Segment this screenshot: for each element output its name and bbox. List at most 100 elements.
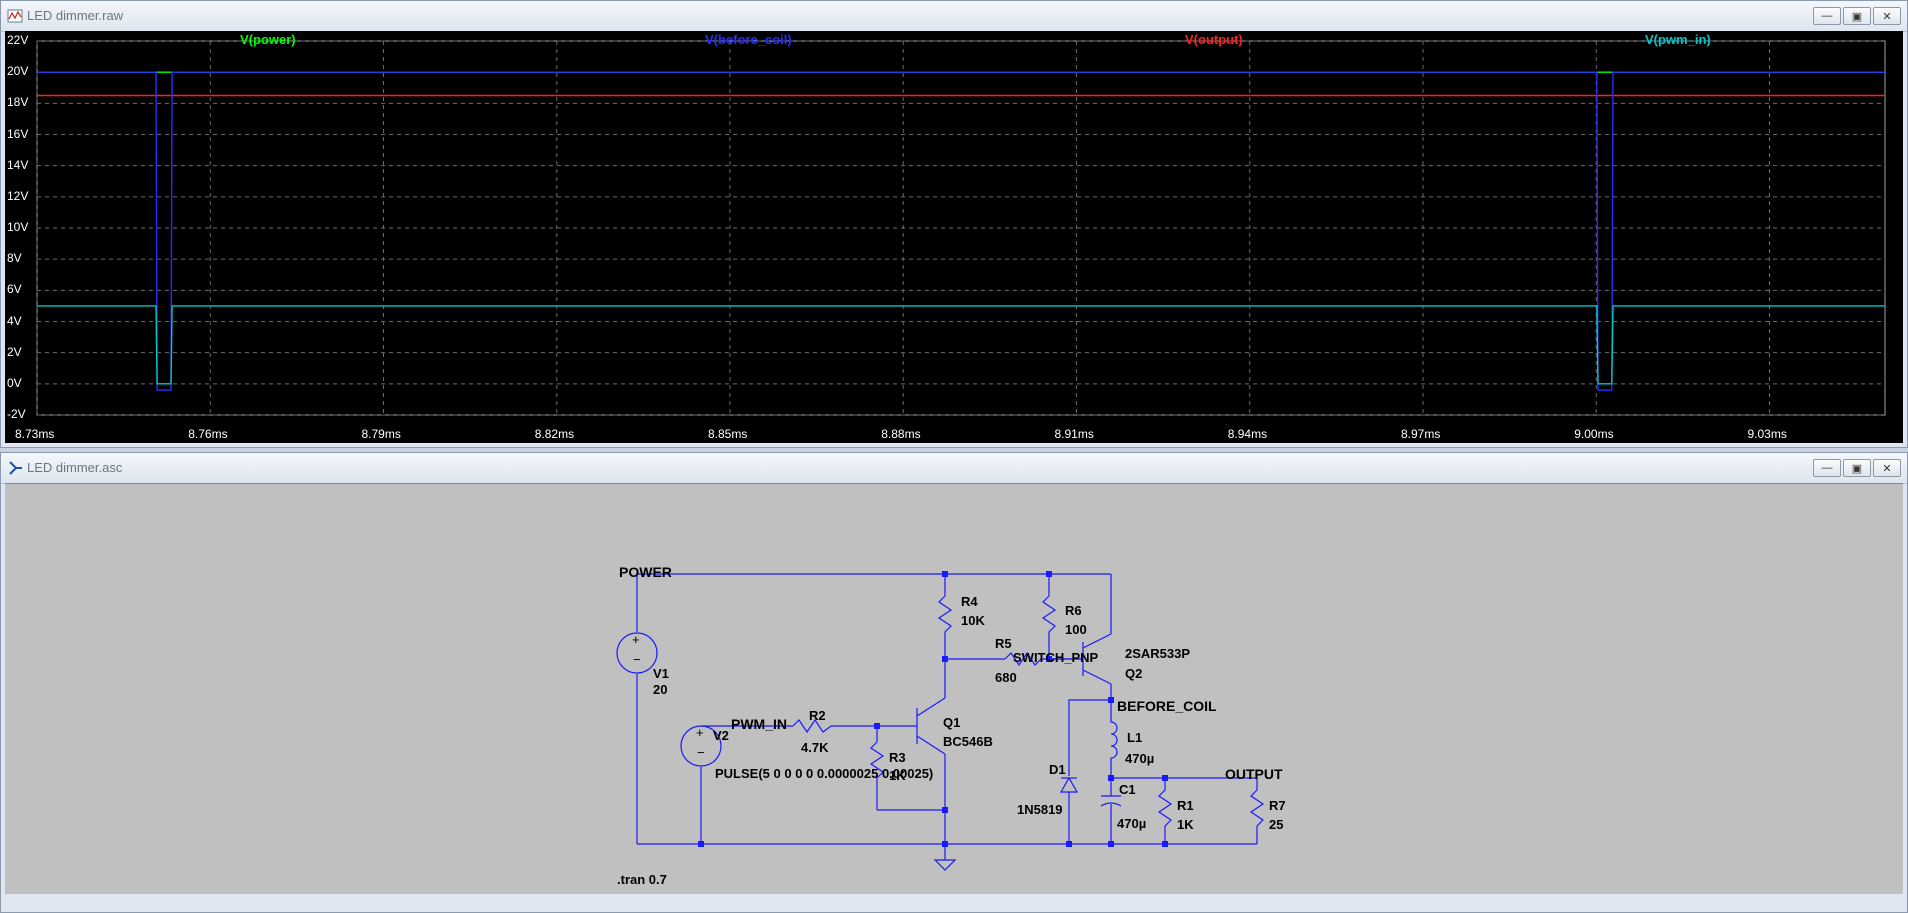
r6-label[interactable]: R6 — [1065, 603, 1082, 618]
r7-resistor — [1249, 778, 1265, 844]
q2-model[interactable]: 2SAR533P — [1125, 646, 1191, 661]
y-tick-label: 22V — [7, 33, 29, 47]
q1-model[interactable]: BC546B — [943, 734, 993, 749]
schematic-app-icon — [9, 461, 22, 475]
y-tick-label: 18V — [7, 95, 29, 110]
r1-label[interactable]: R1 — [1177, 798, 1194, 813]
close-button[interactable]: ✕ — [1873, 459, 1901, 477]
x-tick-label: 8.97ms — [1401, 427, 1441, 441]
q1-collector — [916, 697, 946, 717]
y-tick-label: 10V — [7, 220, 29, 234]
y-tick-label: 14V — [7, 157, 29, 172]
r5-label[interactable]: R5 — [995, 636, 1012, 651]
trace-label[interactable]: V(output) — [1185, 32, 1243, 47]
r7-label[interactable]: R7 — [1269, 798, 1286, 813]
v2-label[interactable]: V2 — [713, 728, 729, 743]
v1-minus-icon: − — [633, 652, 641, 667]
y-tick-label: 16V — [7, 126, 29, 141]
q2-collector — [1082, 669, 1112, 685]
trace-label[interactable]: V(before_coil) — [705, 32, 792, 47]
minimize-icon: — — [1821, 462, 1833, 474]
trace-label[interactable]: V(pwm_in) — [1645, 32, 1711, 47]
close-button[interactable]: ✕ — [1873, 7, 1901, 25]
waveform-plot[interactable] — [5, 31, 1903, 443]
l1-label[interactable]: L1 — [1127, 730, 1143, 745]
r2-label[interactable]: R2 — [809, 708, 826, 723]
waveform-app-icon — [7, 9, 23, 23]
x-tick-label: 8.73ms — [15, 427, 55, 441]
r5-value[interactable]: 680 — [995, 670, 1017, 685]
close-icon: ✕ — [1882, 10, 1892, 23]
waveform-titlebar[interactable]: LED dimmer.raw — ▣ ✕ — [1, 1, 1907, 32]
q2-label[interactable]: Q2 — [1125, 666, 1143, 681]
x-tick-label: 8.85ms — [708, 427, 748, 441]
y-tick-label: 8V — [7, 251, 22, 266]
x-tick-label: 8.94ms — [1227, 427, 1268, 441]
maximize-button[interactable]: ▣ — [1843, 7, 1871, 25]
close-icon: ✕ — [1882, 462, 1892, 475]
net-label-switch-pnp[interactable]: SWITCH_PNP — [1013, 650, 1099, 665]
y-tick-label: -2V — [7, 407, 26, 421]
waveform-window-title: LED dimmer.raw — [27, 8, 124, 23]
waveform-plot-area[interactable]: V(power) V(before_coil) V(output) V(pwm_in)… — [5, 31, 1903, 443]
l1-inductor — [1110, 716, 1118, 766]
r4-value[interactable]: 10K — [961, 613, 985, 628]
maximize-button[interactable]: ▣ — [1843, 459, 1871, 477]
r1-resistor — [1157, 778, 1173, 844]
v1-source — [616, 632, 658, 674]
r2-resistor — [792, 718, 877, 734]
c1-capacitor — [1100, 802, 1122, 807]
d1-wire — [1068, 699, 1111, 776]
q1-emitter — [916, 735, 946, 755]
r2-value[interactable]: 4.7K — [801, 740, 829, 755]
x-tick-label: 8.91ms — [1054, 427, 1094, 441]
spice-directive-tran[interactable]: .tran 0.7 — [617, 872, 667, 887]
y-tick-label: 0V — [7, 375, 22, 390]
net-label-output[interactable]: OUTPUT — [1225, 766, 1283, 782]
trace-label[interactable]: V(power) — [240, 32, 296, 47]
d1-diode — [1059, 776, 1079, 793]
q1-label[interactable]: Q1 — [943, 715, 961, 730]
r7-value[interactable]: 25 — [1269, 817, 1284, 832]
l1-value[interactable]: 470µ — [1125, 751, 1155, 766]
v1-value[interactable]: 20 — [653, 682, 668, 697]
x-tick-label: 8.82ms — [534, 427, 575, 441]
minimize-button[interactable]: — — [1813, 459, 1841, 477]
q2-emitter — [1082, 633, 1112, 649]
junction-dots — [698, 571, 1168, 847]
minimize-button[interactable]: — — [1813, 7, 1841, 25]
schematic-canvas[interactable]: + − + − POWER V1 20 V2 PWM_IN R2 4.7K R3… — [5, 483, 1903, 894]
waveform-window: LED dimmer.raw — ▣ ✕ V(power) V(before_co… — [0, 0, 1908, 448]
x-tick-label: 8.79ms — [361, 427, 401, 441]
net-label-power[interactable]: POWER — [619, 564, 672, 580]
x-tick-label: 9.00ms — [1574, 427, 1614, 441]
r4-label[interactable]: R4 — [961, 594, 978, 609]
net-label-pwm-in[interactable]: PWM_IN — [731, 716, 787, 732]
x-tick-label: 9.03ms — [1747, 427, 1787, 441]
x-tick-label: 8.76ms — [188, 427, 228, 441]
d1-label[interactable]: D1 — [1049, 762, 1066, 777]
schematic-window-title: LED dimmer.asc — [27, 460, 123, 475]
r3-value[interactable]: 1K — [889, 768, 906, 783]
x-tick-label: 8.88ms — [881, 427, 921, 441]
v1-label[interactable]: V1 — [653, 666, 669, 681]
r6-value[interactable]: 100 — [1065, 622, 1087, 637]
y-tick-label: 20V — [7, 64, 29, 79]
d1-model[interactable]: 1N5819 — [1017, 802, 1063, 817]
circuit-wires[interactable] — [5, 484, 1903, 894]
y-tick-label: 2V — [7, 344, 22, 359]
v2-pulse-spec[interactable]: PULSE(5 0 0 0 0 0.0000025 0.00025) — [715, 766, 934, 781]
r1-value[interactable]: 1K — [1177, 817, 1194, 832]
y-tick-label: 6V — [7, 282, 22, 297]
r3-resistor — [869, 741, 885, 810]
r6-resistor — [1041, 595, 1057, 659]
net-label-before-coil[interactable]: BEFORE_COIL — [1117, 698, 1217, 714]
v1-plus-icon: + — [632, 632, 640, 647]
c1-label[interactable]: C1 — [1119, 782, 1136, 797]
y-tick-label: 4V — [7, 313, 22, 328]
schematic-window: LED dimmer.asc — ▣ ✕ — [0, 452, 1908, 913]
c1-value[interactable]: 470µ — [1117, 816, 1147, 831]
r3-label[interactable]: R3 — [889, 750, 906, 765]
y-tick-label: 12V — [7, 188, 29, 203]
schematic-titlebar[interactable]: LED dimmer.asc — ▣ ✕ — [1, 453, 1907, 484]
